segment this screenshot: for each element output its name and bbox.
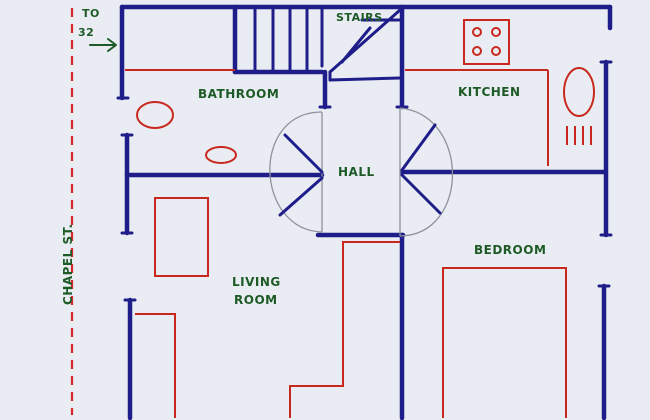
stairs-label: STAIRS <box>336 11 383 24</box>
bathroom-fixtures <box>125 69 237 164</box>
bathroom-label: BATHROOM <box>198 87 279 101</box>
staircase <box>253 6 402 82</box>
hall-label: HALL <box>338 165 375 179</box>
living-room-label-line2: ROOM <box>234 293 278 307</box>
number-label: 32 <box>78 26 94 39</box>
kitchen-label: KITCHEN <box>458 85 521 99</box>
bedroom-fixtures <box>442 267 567 418</box>
kitchen-fixtures <box>405 19 595 166</box>
to-label: TO <box>82 7 100 20</box>
bedroom-label: BEDROOM <box>474 243 546 257</box>
walls <box>116 4 613 420</box>
arrow-to-32 <box>89 38 117 52</box>
hall-doors <box>269 107 453 237</box>
living-room-label-line1: LIVING <box>232 275 281 289</box>
street-label: CHAPEL ST. <box>61 223 75 305</box>
living-room-fixtures <box>135 197 400 418</box>
